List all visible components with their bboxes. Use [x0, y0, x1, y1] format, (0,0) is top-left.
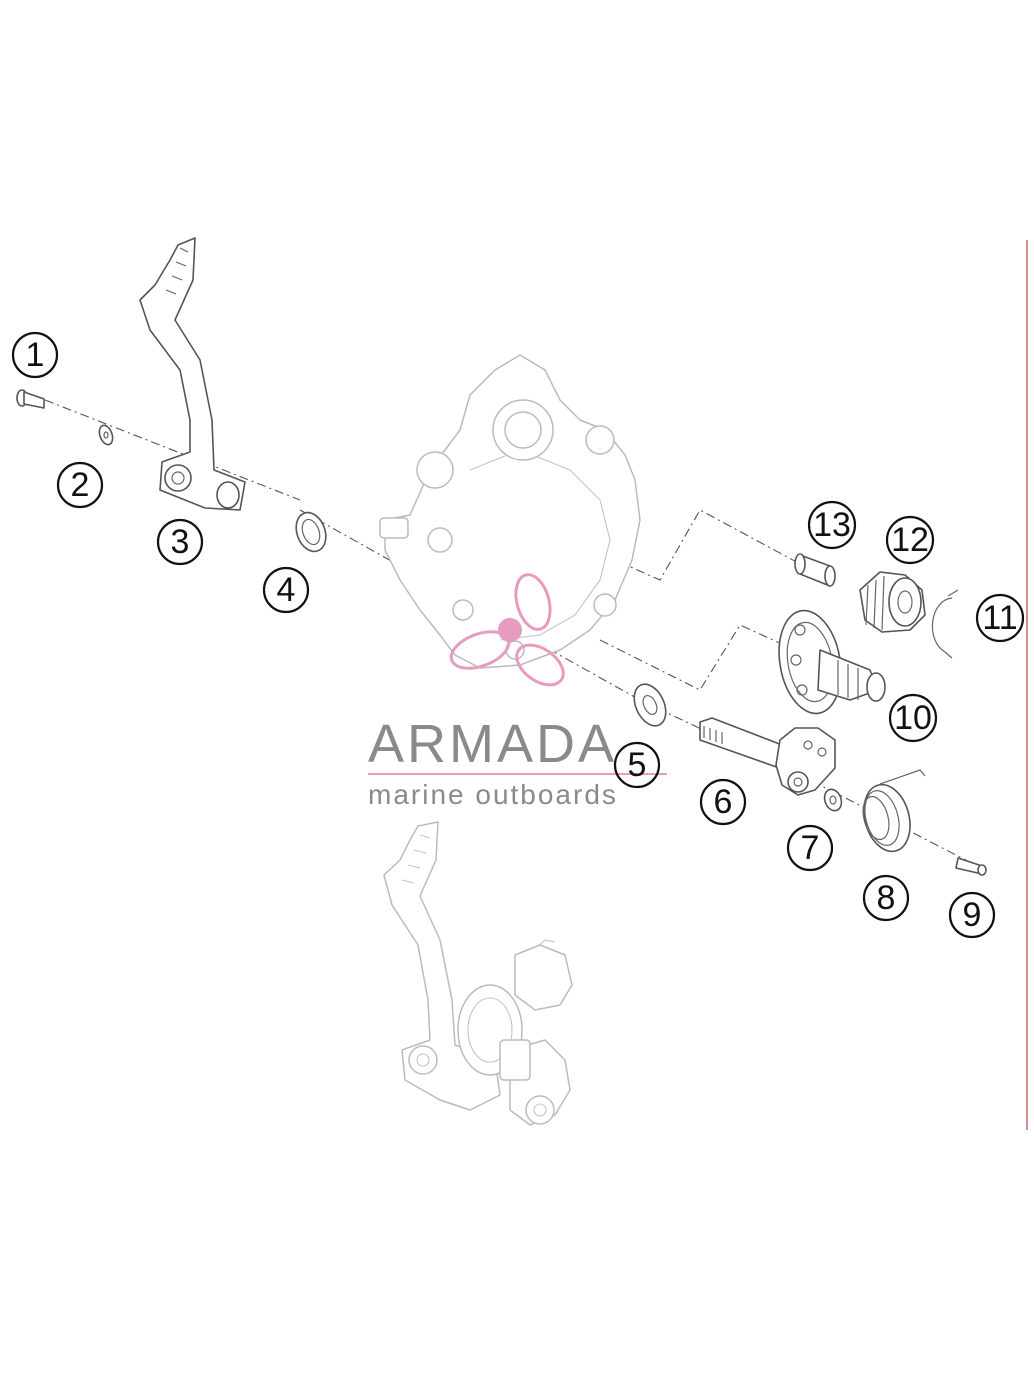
callout-11: 11	[975, 593, 1025, 643]
callout-number: 5	[628, 746, 647, 784]
torsion-spring-icon	[862, 769, 926, 853]
sleeve-icon	[794, 553, 836, 587]
callout-9: 9	[948, 891, 996, 939]
kick-lever-icon	[139, 237, 246, 511]
callout-4: 4	[262, 566, 310, 614]
bolt-icon	[16, 389, 45, 409]
armada-logo	[449, 573, 565, 687]
callout-13: 13	[807, 500, 857, 550]
seal-ring-icon	[295, 511, 327, 553]
circlip-icon	[931, 589, 959, 659]
thrust-washer-icon	[633, 683, 667, 727]
callout-number: 6	[714, 783, 733, 821]
watermark-brand: ARMADA	[368, 714, 617, 774]
assembled-view-icon	[383, 821, 573, 1126]
callout-5: 5	[613, 741, 661, 789]
callout-number: 8	[877, 879, 896, 917]
pin-icon	[955, 857, 987, 876]
callout-number: 2	[71, 466, 90, 504]
callout-7: 7	[786, 824, 834, 872]
washer-icon	[98, 424, 114, 446]
bevel-gear-icon	[859, 571, 926, 633]
callout-12: 12	[885, 515, 935, 565]
callout-number: 12	[891, 521, 929, 559]
small-washer-icon	[823, 788, 843, 812]
engine-cover-icon	[379, 354, 641, 669]
callout-number: 3	[171, 523, 190, 561]
callout-3: 3	[156, 518, 204, 566]
callout-10: 10	[888, 693, 938, 743]
callout-number: 4	[277, 571, 296, 609]
watermark-tagline: marine outboards	[368, 779, 618, 810]
callout-number: 1	[26, 336, 45, 374]
callout-number: 7	[801, 829, 820, 867]
callout-2: 2	[56, 461, 104, 509]
callout-6: 6	[699, 778, 747, 826]
callout-number: 11	[982, 599, 1017, 637]
callout-number: 9	[963, 896, 982, 934]
callout-8: 8	[862, 874, 910, 922]
callout-number: 10	[894, 699, 932, 737]
callout-number: 13	[813, 506, 851, 544]
kick-shaft-icon	[699, 717, 836, 796]
intermediate-gear-icon	[778, 609, 886, 715]
callout-1: 1	[11, 331, 59, 379]
